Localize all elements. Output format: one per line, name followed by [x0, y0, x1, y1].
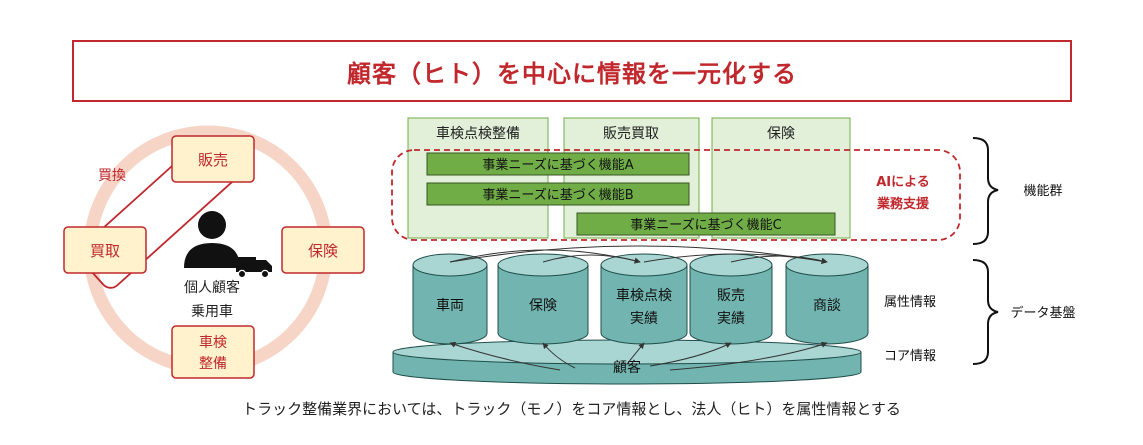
ai-support-region: [391, 149, 961, 241]
svg-text:車検点検: 車検点検: [616, 287, 672, 304]
cycle-node-sales: 販売: [171, 135, 255, 183]
person-icon: [184, 211, 240, 268]
db-negotiations: 商談: [785, 253, 869, 345]
vehicle-label: 乗用車: [191, 303, 233, 320]
svg-text:車検点検整備: 車検点検整備: [436, 125, 520, 142]
core-info-label: コア情報: [884, 349, 936, 364]
page-title: 顧客（ヒト）を中心に情報を一元化する: [72, 40, 1072, 102]
db-vehicle: 車両: [412, 253, 488, 345]
svg-text:販売: 販売: [717, 288, 745, 304]
customer-label: 個人顧客: [184, 279, 240, 296]
function-bar-c: 事業ニーズに基づく機能C: [576, 212, 836, 236]
svg-text:車検: 車検: [199, 334, 227, 351]
svg-text:買取: 買取: [90, 242, 120, 260]
data-platform-label: データ基盤: [1010, 305, 1075, 321]
svg-text:実績: 実績: [717, 311, 745, 327]
svg-text:保険: 保険: [529, 298, 557, 314]
ai-support-line1: AIによる: [876, 175, 930, 190]
cycle-node-purchase: 買取: [63, 226, 147, 274]
core-customer-db: 顧客: [392, 339, 862, 385]
svg-text:保険: 保険: [767, 126, 795, 142]
cycle-node-insurance: 保険: [281, 226, 365, 274]
function-bar-b: 事業ニーズに基づく機能B: [426, 182, 690, 206]
attribute-info-label: 属性情報: [884, 295, 936, 310]
cycle-node-inspection: 車検 整備: [171, 325, 255, 379]
db-sales-records: 販売 実績: [689, 253, 773, 345]
ai-support-line2: 業務支援: [876, 196, 930, 212]
data-platform-bracket: [972, 259, 999, 365]
svg-text:顧客: 顧客: [613, 359, 641, 376]
replacement-label: 買換: [98, 168, 126, 184]
svg-text:事業ニーズに基づく機能C: 事業ニーズに基づく機能C: [630, 217, 781, 233]
svg-text:販売: 販売: [198, 151, 228, 169]
function-group-label: 機能群: [1023, 184, 1062, 199]
svg-text:事業ニーズに基づく機能A: 事業ニーズに基づく機能A: [482, 157, 633, 173]
svg-text:整備: 整備: [199, 356, 227, 372]
svg-text:事業ニーズに基づく機能B: 事業ニーズに基づく機能B: [482, 187, 633, 203]
svg-text:車両: 車両: [436, 297, 464, 314]
svg-text:商談: 商談: [813, 298, 841, 314]
db-inspection-records: 車検点検 実績: [600, 253, 688, 345]
svg-text:販売買取: 販売買取: [603, 126, 659, 142]
footer-note: トラック整備業界においては、トラック（モノ）をコア情報とし、法人（ヒト）を属性情…: [242, 400, 901, 418]
db-insurance: 保険: [497, 253, 589, 345]
relation-arrows: [449, 245, 828, 371]
function-group-bracket: [972, 137, 999, 245]
column-inspection: 車検点検整備: [407, 117, 549, 239]
svg-text:保険: 保険: [308, 242, 338, 260]
truck-icon: [236, 257, 272, 279]
function-bar-a: 事業ニーズに基づく機能A: [426, 152, 690, 176]
svg-text:実績: 実績: [630, 311, 658, 327]
